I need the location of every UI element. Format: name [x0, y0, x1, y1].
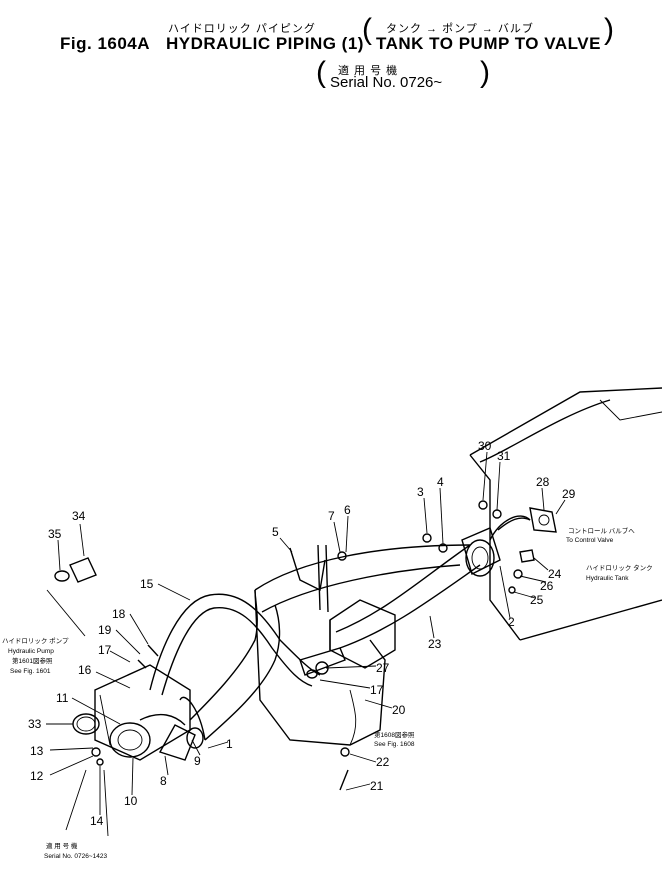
bracket-5: [289, 544, 329, 613]
hydraulic-tank: [469, 387, 662, 641]
leader-lines: [46, 451, 566, 837]
callout-14: 14: [90, 814, 104, 828]
note-ctrl-en: To Control Valve: [566, 537, 614, 544]
callout-6: 6: [344, 503, 351, 517]
callout-5: 5: [272, 525, 279, 539]
callout-17b: 17: [370, 683, 384, 697]
suction-pipe: [254, 539, 495, 649]
o-ring-33: [72, 713, 100, 735]
hydraulic-pump: [94, 664, 196, 761]
callout-11: 11: [56, 691, 69, 705]
callout-10: 10: [124, 794, 138, 808]
serial-paren-open: (: [316, 56, 326, 89]
callout-22: 22: [376, 755, 390, 769]
callout-12: 12: [30, 769, 44, 783]
reference-notes: ハイドロリック ポンプ Hydraulic Pump 第1601図参照 See …: [2, 526, 653, 860]
callout-29: 29: [562, 487, 576, 501]
callout-8: 8: [160, 774, 167, 788]
callout-13: 13: [30, 744, 44, 758]
serial-number: Serial No. 0726~: [330, 74, 443, 91]
callout-23: 23: [428, 637, 442, 651]
callout-18: 18: [112, 607, 126, 621]
callout-1: 1: [226, 737, 233, 751]
note-pump-ref-en: See Fig. 1601: [10, 668, 51, 675]
callout-3: 3: [417, 485, 424, 499]
callout-27: 27: [376, 661, 390, 675]
callout-28: 28: [536, 475, 550, 489]
subtitle: TANK TO PUMP TO VALVE: [376, 34, 601, 53]
callout-7: 7: [328, 509, 335, 523]
callout-25: 25: [530, 593, 544, 607]
note-ctrl-jp: コントロール バルブへ: [568, 526, 635, 535]
note-frame-ref-jp: 第1608図参照: [374, 730, 415, 739]
note-pump-en: Hydraulic Pump: [8, 648, 54, 655]
callout-33: 33: [28, 717, 42, 731]
callout-30: 30: [478, 439, 492, 453]
note-tank-jp: ハイドロリック タンク: [586, 563, 653, 572]
note-serial2-jp: 適 用 号 機: [46, 841, 78, 850]
callout-34: 34: [72, 509, 86, 523]
callout-16: 16: [78, 663, 92, 677]
hose-15: [149, 593, 321, 696]
frame-body: [254, 589, 396, 746]
callout-21: 21: [370, 779, 384, 793]
title-japanese: ハイドロリック パイピング: [168, 23, 316, 35]
callout-35: 35: [48, 527, 62, 541]
control-valve-port: [497, 507, 557, 563]
callout-31: 31: [497, 449, 511, 463]
callout-26: 26: [540, 579, 554, 593]
callout-4: 4: [437, 475, 444, 489]
callout-9: 9: [194, 754, 201, 768]
callout-19: 19: [98, 623, 112, 637]
callout-2: 2: [508, 615, 515, 629]
subtitle-japanese: タンク → ポンプ → バルブ: [386, 23, 534, 35]
note-frame-ref-en: See Fig. 1608: [374, 741, 415, 748]
valve-connector: [299, 647, 346, 676]
note-pump-jp: ハイドロリック ポンプ: [2, 637, 69, 645]
callout-20: 20: [392, 703, 406, 717]
page-title: HYDRAULIC PIPING (1): [166, 34, 364, 53]
callout-17a: 17: [98, 643, 112, 657]
serial-japanese: 適 用 号 機: [338, 65, 399, 77]
callout-labels: 30 31 28 29 3 4 7 6 5 24 26 25 2 23 27 1…: [28, 439, 576, 828]
callout-24: 24: [548, 567, 562, 581]
serial-paren-close: ): [480, 56, 490, 89]
note-tank-en: Hydraulic Tank: [586, 575, 629, 582]
title-paren-close: ): [604, 13, 614, 46]
note-pump-ref-jp: 第1601図参照: [12, 656, 53, 665]
callout-15: 15: [140, 577, 154, 591]
fasteners: [91, 500, 523, 791]
title-paren-open: (: [362, 13, 372, 46]
bolt-34: [54, 557, 97, 583]
note-serial2-en: Serial No. 0726~1423: [44, 853, 107, 860]
tank-outlet-flange: [461, 527, 501, 576]
figure-label: Fig. 1604A: [60, 34, 151, 53]
hose-1: [179, 589, 281, 741]
